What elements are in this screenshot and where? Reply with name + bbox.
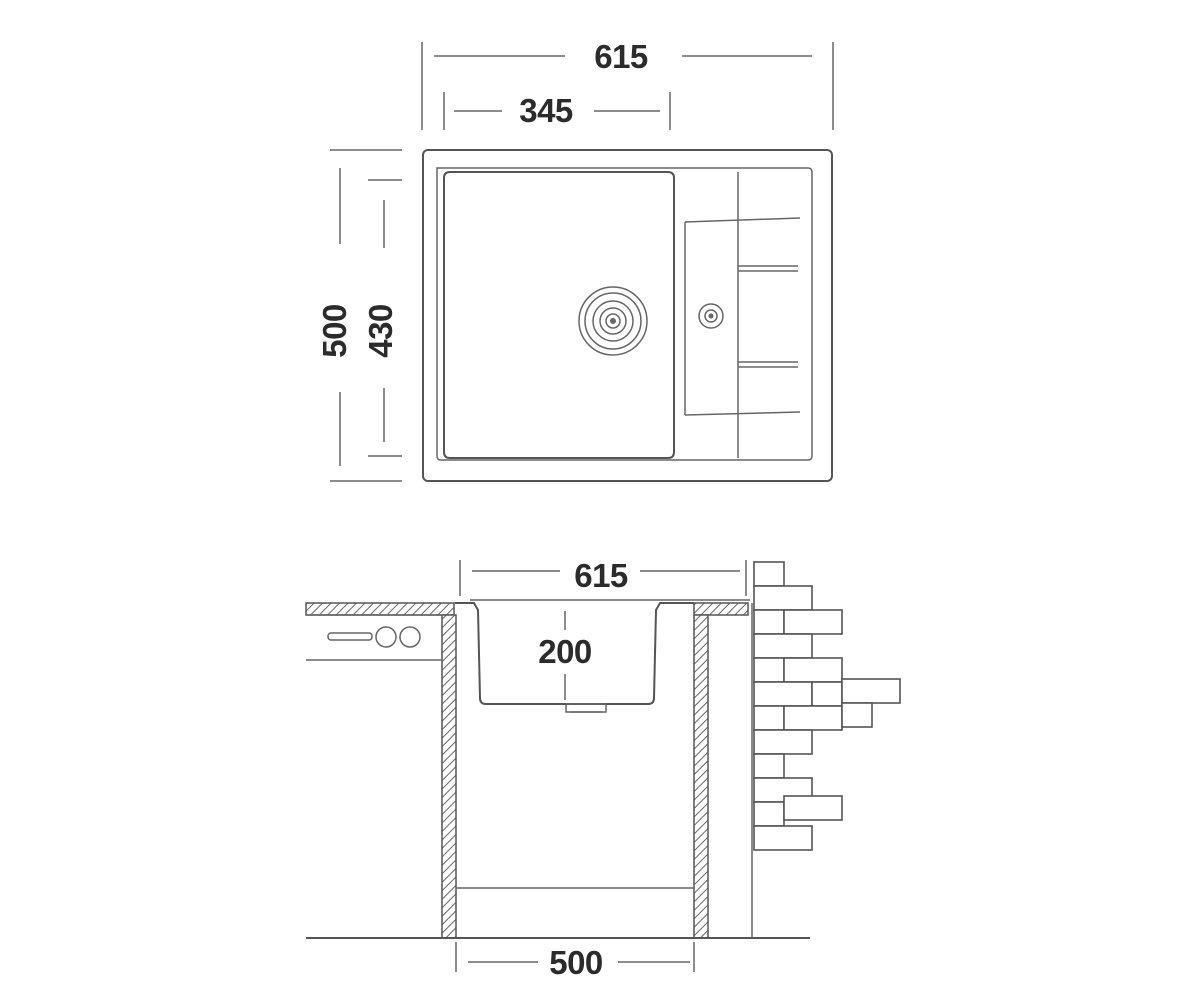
side-depth-dimension: 200	[538, 611, 592, 700]
bowl-depth-dimension: 430	[362, 179, 402, 457]
side-depth-label: 200	[538, 633, 592, 670]
bowl-depth-label: 430	[362, 304, 399, 358]
top-width-dimension: 615	[421, 38, 834, 130]
cabinet-walls	[441, 614, 709, 939]
side-width-label: 615	[574, 557, 628, 594]
bowl-width-label: 345	[519, 92, 573, 129]
sink-body-section	[455, 599, 750, 713]
sink-outer-outline	[422, 149, 833, 482]
bowl-width-dimension: 345	[443, 92, 671, 130]
bowl-outline	[443, 171, 675, 459]
side-width-dimension: 615	[459, 557, 747, 596]
overall-depth-label: 500	[316, 304, 353, 358]
knob-icon	[375, 626, 397, 648]
cabinet-width-dimension: 500	[455, 942, 695, 981]
countertop	[305, 602, 749, 616]
top-width-label: 615	[594, 38, 648, 75]
overall-depth-dimension: 500	[316, 149, 402, 482]
brick-wall	[753, 561, 901, 851]
drainboard-grooves	[738, 265, 798, 368]
side-view: 615 200	[305, 557, 901, 981]
cabinet-width-label: 500	[549, 944, 603, 981]
knob-icon	[399, 626, 421, 648]
drawer-front	[306, 614, 442, 661]
sink-rim-outline	[436, 167, 813, 461]
bowl-drain-icon	[578, 286, 648, 356]
top-view: 615 345 500 430	[316, 38, 834, 482]
overflow-drain-icon	[698, 303, 724, 329]
